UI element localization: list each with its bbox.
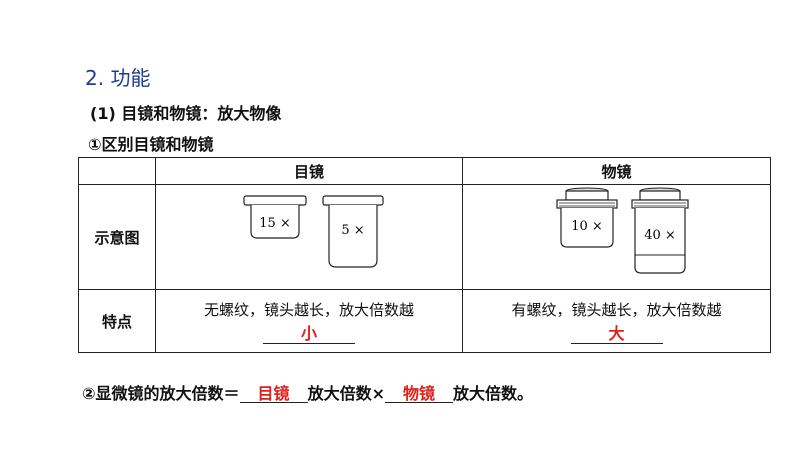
subtitle: (1) 目镜和物镜：放大物像	[90, 104, 282, 123]
eyepiece-label-15x: 15 ×	[259, 216, 291, 231]
diagram-row: 示意图 15 × 5 ×	[78, 184, 771, 290]
objective-long-icon: 40 ×	[630, 187, 689, 274]
objective-label-40x: 40 ×	[644, 228, 676, 243]
eyepiece-feature-text: 无螺纹，镜头越长，放大倍数越	[203, 300, 414, 319]
eyepiece-diagram-cell: 15 × 5 ×	[155, 184, 463, 290]
header-empty-cell	[78, 157, 156, 185]
row-label-feature: 特点	[78, 289, 156, 353]
objective-feature-text: 有螺纹，镜头越长，放大倍数越	[511, 300, 722, 319]
feature-row: 特点 无螺纹，镜头越长，放大倍数越 小 有螺纹，镜头越长，放大倍数越 大	[78, 289, 771, 353]
table-header-row: 目镜 物镜	[78, 157, 771, 185]
magnification-formula: ②显微镜的放大倍数＝目镜放大倍数×物镜放大倍数。	[82, 380, 533, 404]
objective-diagram-cell: 10 × 40 ×	[462, 184, 771, 290]
header-objective: 物镜	[462, 157, 771, 185]
objective-feature-cell: 有螺纹，镜头越长，放大倍数越 大	[462, 289, 771, 353]
comparison-table: 目镜 物镜 示意图 15 × 5 ×	[78, 157, 771, 353]
formula-suffix: 放大倍数。	[452, 384, 533, 403]
subheading: ①区别目镜和物镜	[88, 135, 214, 154]
eyepiece-short-icon: 15 ×	[243, 195, 307, 239]
formula-answer-eyepiece: 目镜	[239, 386, 308, 403]
eyepiece-long-icon: 5 ×	[322, 195, 384, 268]
objective-diagram: 10 × 40 ×	[555, 187, 689, 274]
section-title: 2. 功能	[85, 66, 151, 90]
eyepiece-diagram: 15 × 5 ×	[243, 195, 384, 268]
objective-short-icon: 10 ×	[555, 187, 618, 248]
row-label-diagram: 示意图	[78, 184, 156, 290]
eyepiece-answer: 小	[263, 324, 355, 344]
formula-middle: 放大倍数×	[307, 384, 385, 403]
eyepiece-label-5x: 5 ×	[341, 223, 364, 238]
eyepiece-feature-cell: 无螺纹，镜头越长，放大倍数越 小	[155, 289, 463, 353]
objective-label-10x: 10 ×	[571, 219, 603, 234]
formula-answer-objective: 物镜	[384, 386, 453, 403]
header-eyepiece: 目镜	[155, 157, 463, 185]
formula-prefix: ②显微镜的放大倍数＝	[82, 384, 240, 403]
objective-answer: 大	[570, 324, 663, 344]
